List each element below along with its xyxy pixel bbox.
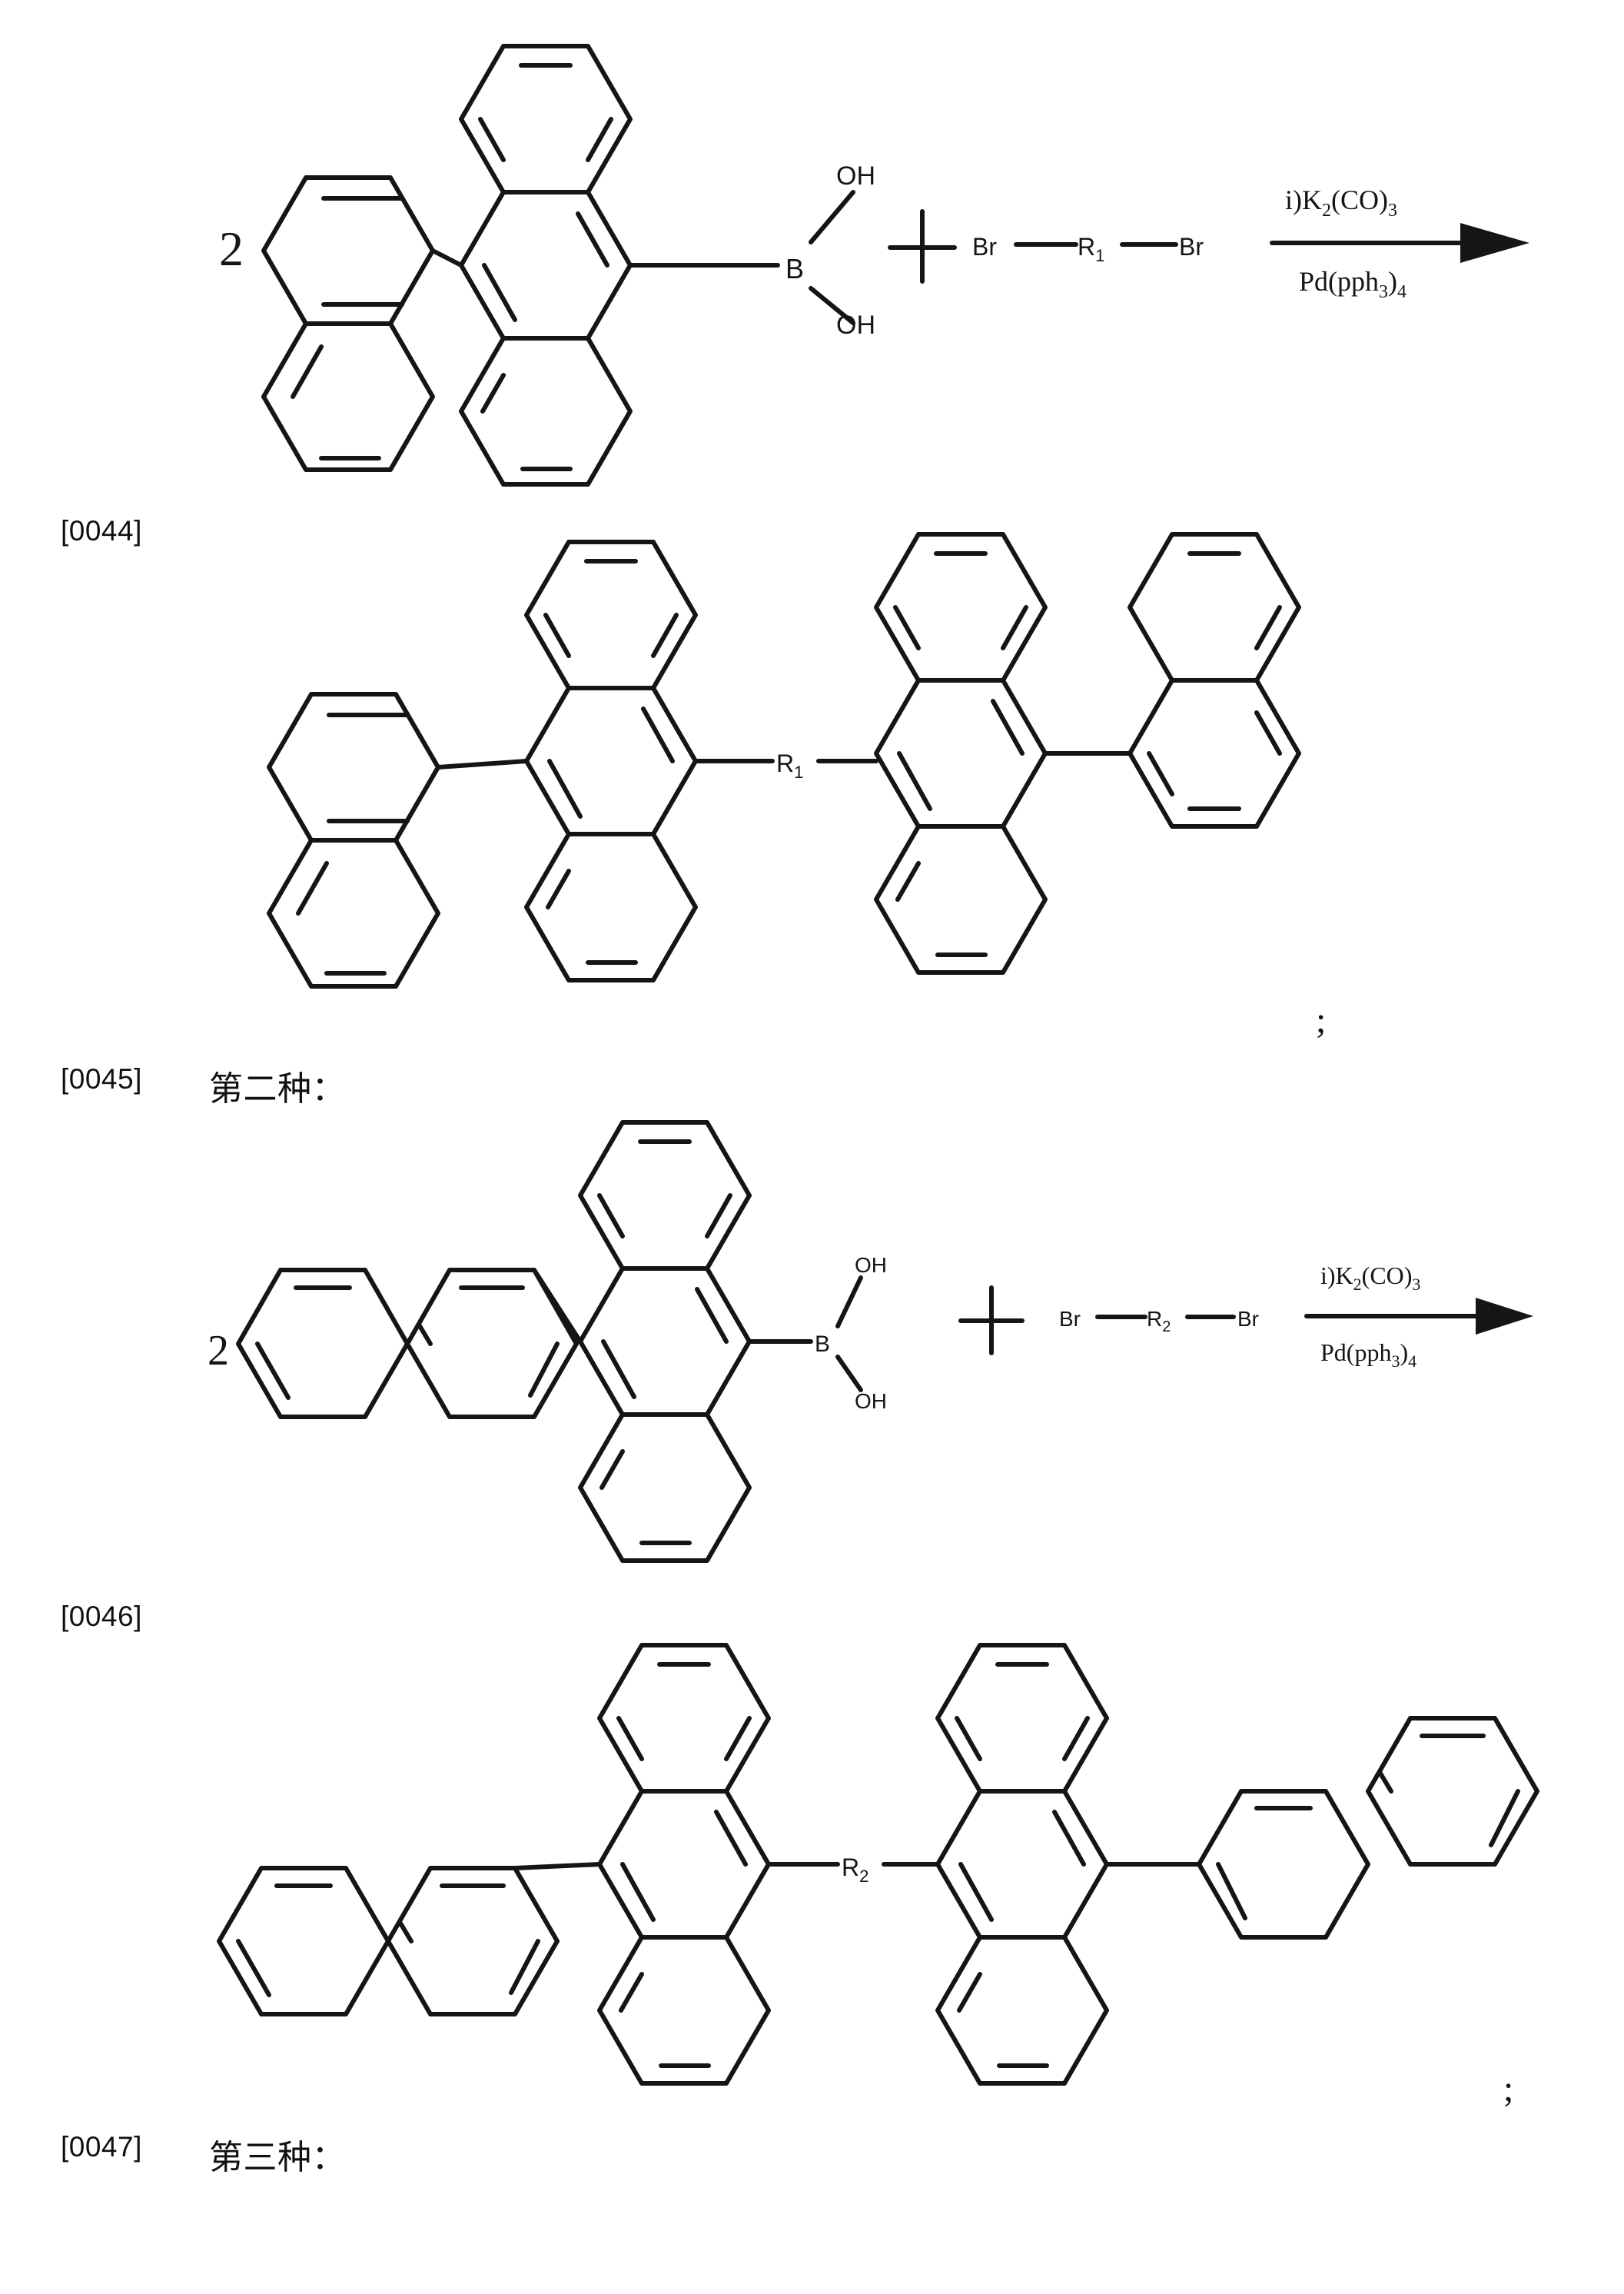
svg-text:i)K2(CO)3: i)K2(CO)3 — [1320, 1262, 1420, 1294]
reaction1-boron: B — [785, 253, 804, 284]
reaction1-reagent-left: Br — [972, 233, 997, 261]
svg-text:i)K2(CO)3: i)K2(CO)3 — [1285, 185, 1397, 221]
reaction2-product: R2 — [219, 1645, 1537, 2083]
svg-text:Pd(pph3)4: Pd(pph3)4 — [1299, 266, 1406, 302]
svg-text:R2: R2 — [1147, 1307, 1171, 1335]
reaction1-oh-top: OH — [836, 161, 875, 191]
reaction2-reagent-right: Br — [1237, 1307, 1259, 1331]
reaction1-arrow: i)K2(CO)3 Pd(pph3)4 — [1272, 185, 1529, 302]
reaction2-plus — [961, 1288, 1022, 1353]
reaction2-reactant: 2 B OH OH — [208, 1122, 887, 1561]
reaction2-oh-bottom: OH — [855, 1389, 887, 1413]
svg-text:R1: R1 — [776, 750, 803, 782]
svg-text:R1: R1 — [1078, 233, 1104, 265]
reaction1-product: R1 — [269, 534, 1299, 986]
reaction1-reagent: Br R1 Br — [972, 233, 1204, 265]
svg-text:Pd(pph3)4: Pd(pph3)4 — [1320, 1338, 1416, 1371]
reaction1-oh-bottom: OH — [836, 311, 875, 340]
reaction1-plus — [890, 211, 955, 281]
reaction2-reagent: Br R2 Br — [1059, 1307, 1259, 1335]
svg-text:R2: R2 — [842, 1853, 868, 1886]
reaction2-boron: B — [815, 1332, 830, 1357]
reaction1-coefficient: 2 — [219, 221, 244, 276]
reaction2-oh-top: OH — [855, 1253, 887, 1277]
reaction1-reactant: 2 B OH OH — [219, 46, 875, 484]
reaction1-reagent-right: Br — [1179, 233, 1204, 261]
reaction2-coefficient: 2 — [208, 1327, 229, 1375]
reaction2-reagent-left: Br — [1059, 1307, 1081, 1331]
reaction2-arrow: i)K2(CO)3 Pd(pph3)4 — [1307, 1262, 1533, 1371]
